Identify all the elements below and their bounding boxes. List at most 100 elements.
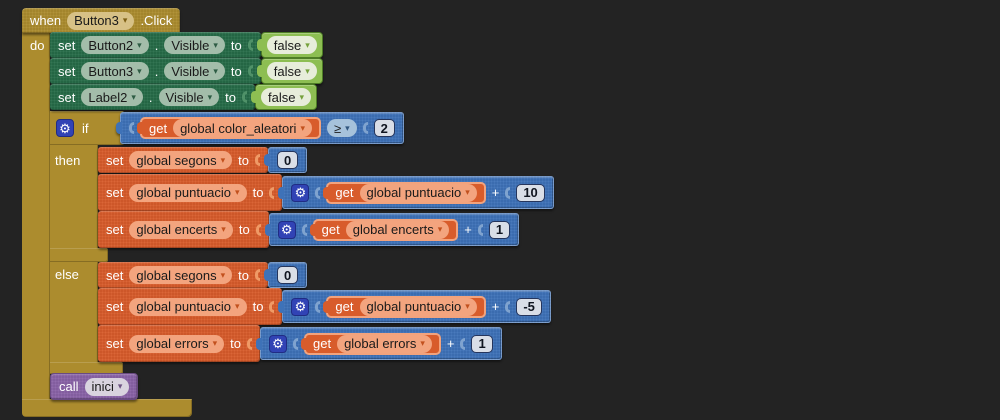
logic-value-dropdown[interactable]: false▾ [266,62,317,80]
if-label: if [82,121,89,136]
set-global-errors-row[interactable]: set global errors▾ to ⚙ get global error… [98,325,502,362]
set-button3-visible-row[interactable]: set Button3▾ . Visible▾ to false▾ [50,58,323,84]
addition-block[interactable]: ⚙ get global puntuacio▾ + -5 [282,290,551,323]
mutator-gear-icon[interactable]: ⚙ [291,183,310,202]
set-global-puntuacio-row[interactable]: set global puntuacio▾ to ⚙ get global pu… [98,174,554,211]
variable-dropdown[interactable]: global segons▾ [129,151,233,169]
get-variable-block[interactable]: get global color_aleatori▾ [140,117,321,139]
plus-operator: + [491,299,500,314]
set-keyword: set [106,299,124,314]
number-field[interactable]: 10 [516,183,545,202]
set-label2-visible-row[interactable]: set Label2▾ . Visible▾ to false▾ [50,84,317,110]
to-keyword: to [238,222,250,237]
variable-dropdown[interactable]: global puntuacio▾ [359,297,477,316]
logic-value-dropdown[interactable]: false▾ [260,88,311,106]
if-block-then-else-separator [50,248,108,262]
logic-false-block[interactable]: false▾ [254,84,317,110]
number-field[interactable]: 2 [373,119,395,137]
when-button3-click-block[interactable]: when Button3▾ .Click [22,8,181,33]
operator-dropdown[interactable]: ≥▾ [326,119,357,137]
property-dropdown[interactable]: Visible▾ [164,62,225,80]
set-keyword: set [106,185,124,200]
addition-block[interactable]: ⚙ get global encerts▾ + 1 [268,213,520,246]
component-dropdown[interactable]: Button2▾ [81,36,149,54]
variable-dropdown[interactable]: global encerts▾ [129,220,233,239]
chevron-down-icon: ▾ [220,154,226,165]
component-dropdown-value: Button2 [88,37,134,53]
chevron-down-icon: ▾ [131,91,136,102]
value-socket [241,91,247,103]
number-block[interactable]: 0 [267,262,308,288]
logic-false-block[interactable]: false▾ [260,32,323,58]
value-socket [254,154,260,166]
call-inici-block[interactable]: call inici▾ [50,373,139,400]
get-variable-block[interactable]: get global encerts▾ [312,218,459,241]
set-global-puntuacio-row[interactable]: set global puntuacio▾ to ⚙ get global pu… [98,288,551,325]
number-field[interactable]: -5 [516,297,542,316]
set-global-segons-row[interactable]: set global segons▾ to 0 [98,147,308,173]
mutator-gear-icon[interactable]: ⚙ [277,220,296,239]
set-button2-visible-row[interactable]: set Button2▾ . Visible▾ to false▾ [50,32,323,58]
variable-dropdown-value: global color_aleatori [180,120,297,136]
number-field[interactable]: 1 [488,220,511,239]
property-dropdown[interactable]: Visible▾ [158,88,220,106]
set-keyword: set [106,336,124,351]
number-field[interactable]: 0 [276,266,299,284]
get-variable-block[interactable]: get global errors▾ [303,332,441,355]
comparison-block[interactable]: get global color_aleatori▾ ≥▾ 2 [120,112,404,144]
get-variable-block[interactable]: get global puntuacio▾ [326,295,486,318]
set-global-encerts-row[interactable]: set global encerts▾ to ⚙ get global ence… [98,211,520,248]
when-block-left-column [22,32,50,400]
component-dropdown-value: Button3 [74,13,119,28]
value-socket [315,300,321,313]
chevron-down-icon: ▾ [212,338,218,348]
if-block-left-column [50,111,98,363]
plus-operator: + [464,222,472,237]
number-field[interactable]: 1 [471,334,493,353]
get-keyword: get [335,299,354,314]
variable-dropdown[interactable]: global errors▾ [129,334,225,353]
chevron-down-icon: ▾ [437,224,443,234]
variable-dropdown[interactable]: global puntuacio▾ [359,183,477,202]
mutator-gear-icon[interactable]: ⚙ [291,297,310,316]
procedure-dropdown-value: inici [91,379,114,394]
plus-operator: + [446,336,455,351]
chevron-down-icon: ▾ [345,122,350,133]
property-dropdown-value: Visible [165,89,204,105]
variable-dropdown[interactable]: global errors▾ [337,334,432,353]
get-keyword: get [149,120,168,136]
logic-value-dropdown[interactable]: false▾ [266,36,317,54]
logic-false-block[interactable]: false▾ [260,58,323,84]
component-dropdown[interactable]: Button3▾ [67,11,135,30]
component-dropdown[interactable]: Label2▾ [81,88,143,106]
value-socket [477,223,483,236]
mutator-gear-icon[interactable]: ⚙ [56,119,74,137]
component-dropdown-value: Label2 [88,89,128,105]
value-socket [247,65,253,77]
variable-dropdown[interactable]: global encerts▾ [345,220,450,239]
get-variable-block[interactable]: get global puntuacio▾ [326,181,486,204]
variable-dropdown[interactable]: global segons▾ [129,266,233,284]
number-block[interactable]: 0 [267,147,308,173]
set-keyword: set [106,267,124,283]
dot-separator: . [154,37,159,53]
variable-dropdown-value: global segons [136,267,217,283]
procedure-dropdown[interactable]: inici▾ [84,377,130,396]
chevron-down-icon: ▾ [117,381,123,391]
component-dropdown[interactable]: Button3▾ [81,62,149,80]
call-keyword: call [59,379,79,394]
variable-dropdown[interactable]: global color_aleatori▾ [173,119,312,137]
mutator-gear-icon[interactable]: ⚙ [268,334,287,353]
to-keyword: to [230,336,241,351]
property-dropdown[interactable]: Visible▾ [164,36,225,54]
set-global-segons-row[interactable]: set global segons▾ to 0 [98,262,308,288]
chevron-down-icon: ▾ [299,91,304,102]
chevron-down-icon: ▾ [235,301,240,311]
variable-dropdown[interactable]: global puntuacio▾ [129,183,247,202]
number-field[interactable]: 0 [276,151,299,169]
addition-block[interactable]: ⚙ get global puntuacio▾ + 10 [282,176,554,209]
to-keyword: to [252,185,264,200]
variable-dropdown[interactable]: global puntuacio▾ [129,297,247,316]
addition-block[interactable]: ⚙ get global errors▾ + 1 [259,327,502,360]
